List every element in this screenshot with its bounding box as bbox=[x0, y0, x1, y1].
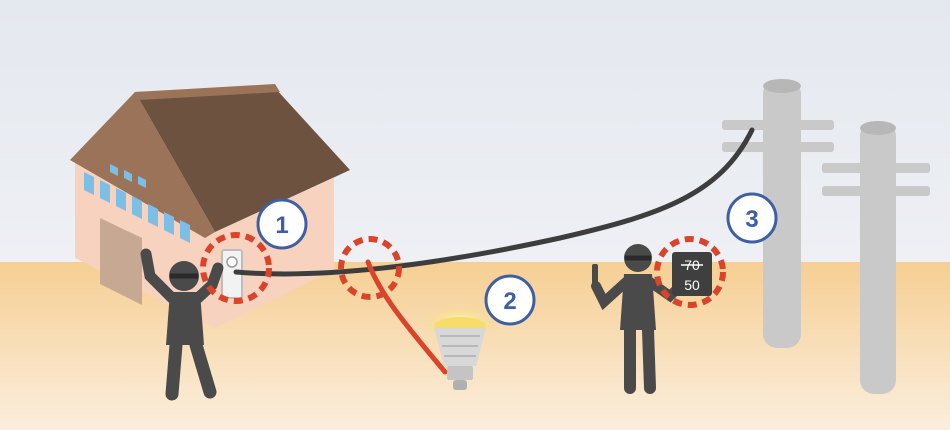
house-window bbox=[180, 220, 190, 243]
pole-front-top bbox=[763, 79, 801, 93]
bulb-base bbox=[447, 366, 473, 380]
house-roof-side bbox=[135, 88, 350, 232]
pole-front-crossarm-upper bbox=[722, 120, 834, 130]
house-door bbox=[100, 218, 142, 305]
pole-back-top bbox=[860, 121, 896, 135]
bulb-tip bbox=[453, 380, 467, 390]
badge-3: 3 bbox=[726, 192, 778, 244]
badge-label: 1 bbox=[275, 212, 288, 239]
house-roof-front bbox=[70, 92, 215, 238]
badge-label: 2 bbox=[503, 288, 516, 315]
badge-label: 3 bbox=[745, 206, 758, 233]
house-window bbox=[124, 170, 132, 182]
thief-body bbox=[620, 274, 656, 330]
thief-leg-right bbox=[642, 324, 656, 394]
thief-arm-left bbox=[140, 248, 178, 304]
badge-circle bbox=[484, 274, 536, 326]
badge-circle bbox=[256, 198, 308, 250]
highlight-circle-meter bbox=[200, 232, 272, 304]
thief-body bbox=[166, 292, 204, 345]
badge-1: 1 bbox=[256, 198, 308, 250]
meter-sign-board bbox=[672, 252, 712, 296]
bulb-fins bbox=[440, 335, 480, 357]
illegal-tap-wire bbox=[365, 259, 448, 375]
light-bulb-icon bbox=[422, 304, 498, 390]
screwdriver-icon bbox=[592, 264, 598, 288]
thief-figure-icon bbox=[140, 248, 224, 401]
pole-back-crossarm-upper bbox=[822, 163, 930, 173]
house-roof-ridge bbox=[135, 84, 280, 100]
badge-2: 2 bbox=[484, 274, 536, 326]
house-window bbox=[84, 172, 94, 195]
pole-back-crossarm-lower bbox=[822, 186, 930, 196]
house-window bbox=[138, 176, 146, 188]
house-window bbox=[164, 212, 174, 235]
house-window bbox=[132, 196, 142, 219]
thief-leg-right bbox=[189, 338, 217, 399]
highlight-circle-tap bbox=[338, 236, 402, 300]
meter-dial bbox=[226, 256, 238, 268]
utility-pole-icon bbox=[822, 121, 930, 394]
house-window bbox=[148, 204, 158, 227]
meter-sign-new-value: 50 bbox=[684, 277, 700, 293]
pole-front-crossarm-lower bbox=[722, 142, 834, 152]
house-windows bbox=[84, 164, 190, 243]
badge-circle bbox=[726, 192, 778, 244]
tampered-meter-sign: 70 50 bbox=[672, 252, 712, 296]
house-window bbox=[116, 188, 126, 211]
house-window bbox=[100, 180, 110, 203]
thief-arm-right bbox=[192, 262, 224, 304]
pole-back-shaft bbox=[860, 122, 896, 394]
thief-leg-left bbox=[165, 338, 183, 401]
utility-pole-icon bbox=[722, 79, 834, 348]
house-window bbox=[110, 164, 118, 176]
highlight-circle-sign bbox=[654, 236, 726, 308]
thief-arm-left bbox=[591, 277, 631, 311]
service-wire bbox=[233, 127, 755, 277]
